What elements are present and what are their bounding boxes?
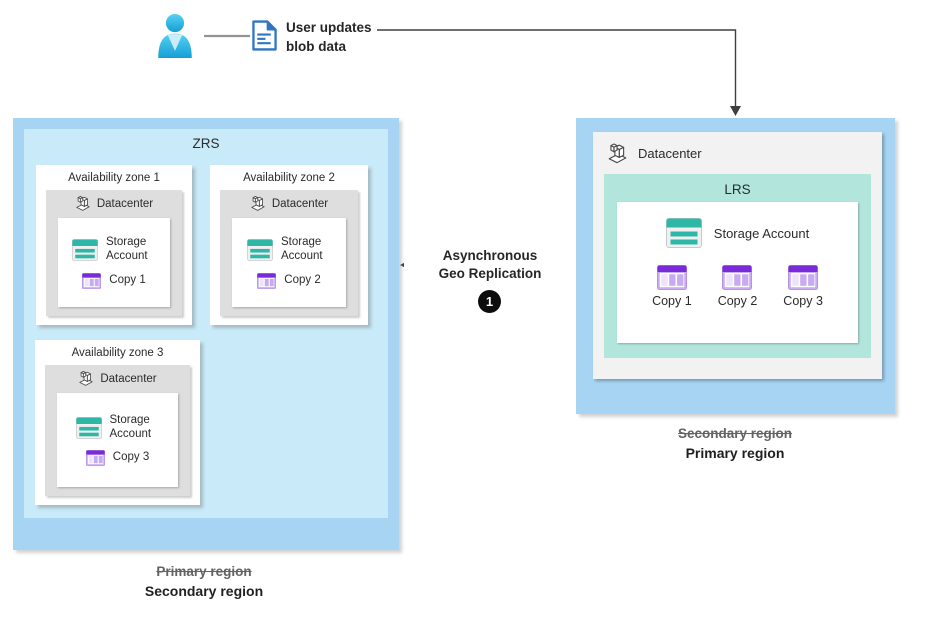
zrs-container: ZRS Availability zone 1 Datacenter Stora… <box>24 129 388 518</box>
lrs-label: LRS <box>724 182 751 197</box>
user-action-line1: User updates <box>286 20 372 35</box>
struck-region-label: Primary region <box>156 564 252 579</box>
storage-account-label: Storage Account <box>713 225 810 241</box>
copy-icon <box>86 450 105 466</box>
region-label: Primary region <box>685 445 785 461</box>
primary-region-box: Datacenter LRS Storage Account Copy 1 <box>576 118 895 414</box>
zone-resources: Storage Account Copy 1 <box>58 218 170 307</box>
copy-icon <box>82 273 101 289</box>
copy-label: Copy 3 <box>783 294 823 308</box>
availability-zone-3: Availability zone 3 Datacenter Storage A… <box>35 340 200 505</box>
copy-icon <box>657 265 687 290</box>
zone-title: Availability zone 3 <box>71 347 164 359</box>
user-action-line2: blob data <box>286 38 346 54</box>
copy-icon <box>722 265 752 290</box>
zone-resources: Storage Account Copy 2 <box>232 218 346 307</box>
datacenter-label: Datacenter <box>271 197 329 210</box>
zone-title: Availability zone 1 <box>68 172 160 184</box>
copy-item: Copy 3 <box>783 265 823 308</box>
geo-replication-label: Asynchronous Geo Replication <box>404 247 576 283</box>
datacenter-label: Datacenter <box>96 197 154 210</box>
copy-label: Copy 1 <box>652 294 692 308</box>
datacenter-icon <box>75 195 91 212</box>
zone-datacenter-box: Datacenter Storage Account Copy 3 <box>45 365 190 496</box>
copy-icon <box>257 273 276 289</box>
zrs-label: ZRS <box>192 136 220 151</box>
zone-datacenter-box: Datacenter Storage Account Copy 1 <box>46 190 182 316</box>
copy-icon <box>788 265 818 290</box>
zone-resources: Storage Account Copy 3 <box>57 393 178 487</box>
copy-label: Copy 2 <box>717 294 758 308</box>
copy-label: Copy 3 <box>112 451 150 464</box>
storage-account-label: Storage Account <box>106 236 148 262</box>
datacenter-icon <box>78 370 94 387</box>
struck-region-label: Secondary region <box>677 426 793 441</box>
blob-document-icon <box>252 20 277 51</box>
storage-account-icon <box>72 239 98 261</box>
user-action-label: User updates blob data <box>286 19 372 57</box>
primary-region-footer: Secondary region Primary region <box>620 426 850 461</box>
zone-title: Availability zone 2 <box>243 172 335 184</box>
copy-item: Copy 2 <box>717 265 758 308</box>
secondary-region-footer: Primary region Secondary region <box>89 564 319 599</box>
availability-zone-1: Availability zone 1 Datacenter Storage A… <box>36 165 192 325</box>
lrs-container: LRS Storage Account Copy 1 Copy 2 <box>604 174 871 358</box>
storage-account-icon <box>666 218 702 248</box>
secondary-region-box: ZRS Availability zone 1 Datacenter Stora… <box>13 118 399 550</box>
copy-item: Copy 1 <box>652 265 692 308</box>
datacenter-label: Datacenter <box>100 372 157 385</box>
lrs-resources: Storage Account Copy 1 Copy 2 <box>617 202 858 343</box>
copy-label: Copy 2 <box>284 273 321 286</box>
copy-label: Copy 1 <box>109 273 146 286</box>
user-icon <box>151 13 199 58</box>
storage-account-label: Storage Account <box>281 236 323 262</box>
zone-datacenter-box: Datacenter Storage Account Copy 2 <box>220 190 358 316</box>
datacenter-label: Datacenter <box>638 146 702 161</box>
datacenter-box: Datacenter LRS Storage Account Copy 1 <box>593 132 882 379</box>
datacenter-icon <box>250 195 266 212</box>
geo-replication-line2: Geo Replication <box>438 265 542 281</box>
geo-replication-line1: Asynchronous <box>442 248 538 263</box>
step-1-badge: 1 <box>478 290 501 313</box>
availability-zone-2: Availability zone 2 Datacenter Storage A… <box>210 165 368 325</box>
datacenter-icon <box>607 142 628 165</box>
storage-account-label: Storage Account <box>109 413 152 440</box>
storage-account-icon <box>247 239 273 261</box>
storage-account-icon <box>76 417 102 439</box>
region-label: Secondary region <box>144 583 264 599</box>
